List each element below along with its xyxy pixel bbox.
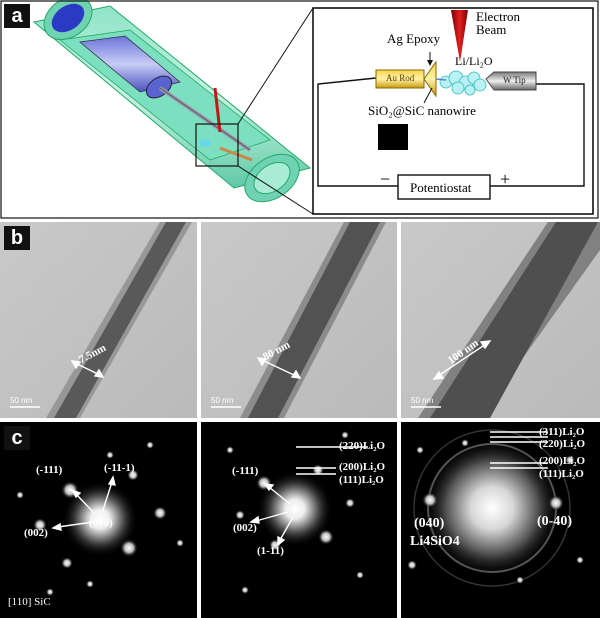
plus-sign: + [500, 169, 511, 189]
nanowire-label: SiO₂@SiC nanowire [368, 103, 476, 118]
holder-illustration [0, 0, 599, 219]
zoom-box [195, 123, 239, 167]
spot-minus111-mid: (-111) [232, 465, 259, 477]
ring-311-right: (311)Li₂O [539, 426, 585, 438]
spot-002-mid: (002) [233, 522, 257, 534]
scale-bar-label-3: 50 nm [411, 396, 434, 405]
spot-minus11minus1: (-11-1) [104, 462, 135, 474]
w-tip [485, 71, 537, 91]
tem-images [0, 222, 600, 418]
panel-a-label: a [4, 4, 30, 28]
black-square [378, 124, 408, 150]
li-cloud [439, 70, 487, 96]
ring-200-mid: (200)Li₂O [339, 461, 386, 473]
electron-beam [451, 10, 468, 62]
ring-220-right: (220)Li₂O [539, 438, 586, 450]
spot-000: (000) [89, 517, 113, 529]
ring-111-right: (111)Li₂O [539, 468, 584, 480]
spot-040: (040) [414, 516, 445, 531]
w-tip-label: W Tip [503, 75, 526, 85]
electron-beam-label: Electron Beam [476, 9, 521, 37]
potentiostat-label: Potentiostat [410, 180, 472, 195]
ring-200-right: (200)Li₂O [539, 455, 586, 467]
spot-0minus40: (0-40) [537, 514, 572, 529]
panel-c-label: c [4, 426, 30, 450]
li-li2o-label: Li/Li₂O [455, 54, 493, 68]
potentiostat-box [397, 174, 491, 200]
spot-minus111-left: (-111) [36, 464, 63, 476]
minus-sign: − [380, 169, 391, 189]
au-rod-label: Au Rod [386, 73, 415, 83]
spot-1minus11: (1-11) [257, 545, 284, 557]
scale-bar-label-2: 50 nm [211, 396, 234, 405]
ring-220-mid: (220)Li₂O [339, 440, 386, 452]
ag-epoxy-label: Ag Epoxy [387, 31, 441, 46]
ring-111-mid: (111)Li₂O [339, 474, 384, 486]
phase-label: Li4SiO4 [410, 534, 460, 549]
panel-b-label: b [4, 226, 30, 250]
spot-002-left: (002) [24, 527, 48, 539]
scale-bar-label-1: 50 nm [10, 396, 33, 405]
zone-axis-label: [110] SiC [8, 596, 51, 608]
